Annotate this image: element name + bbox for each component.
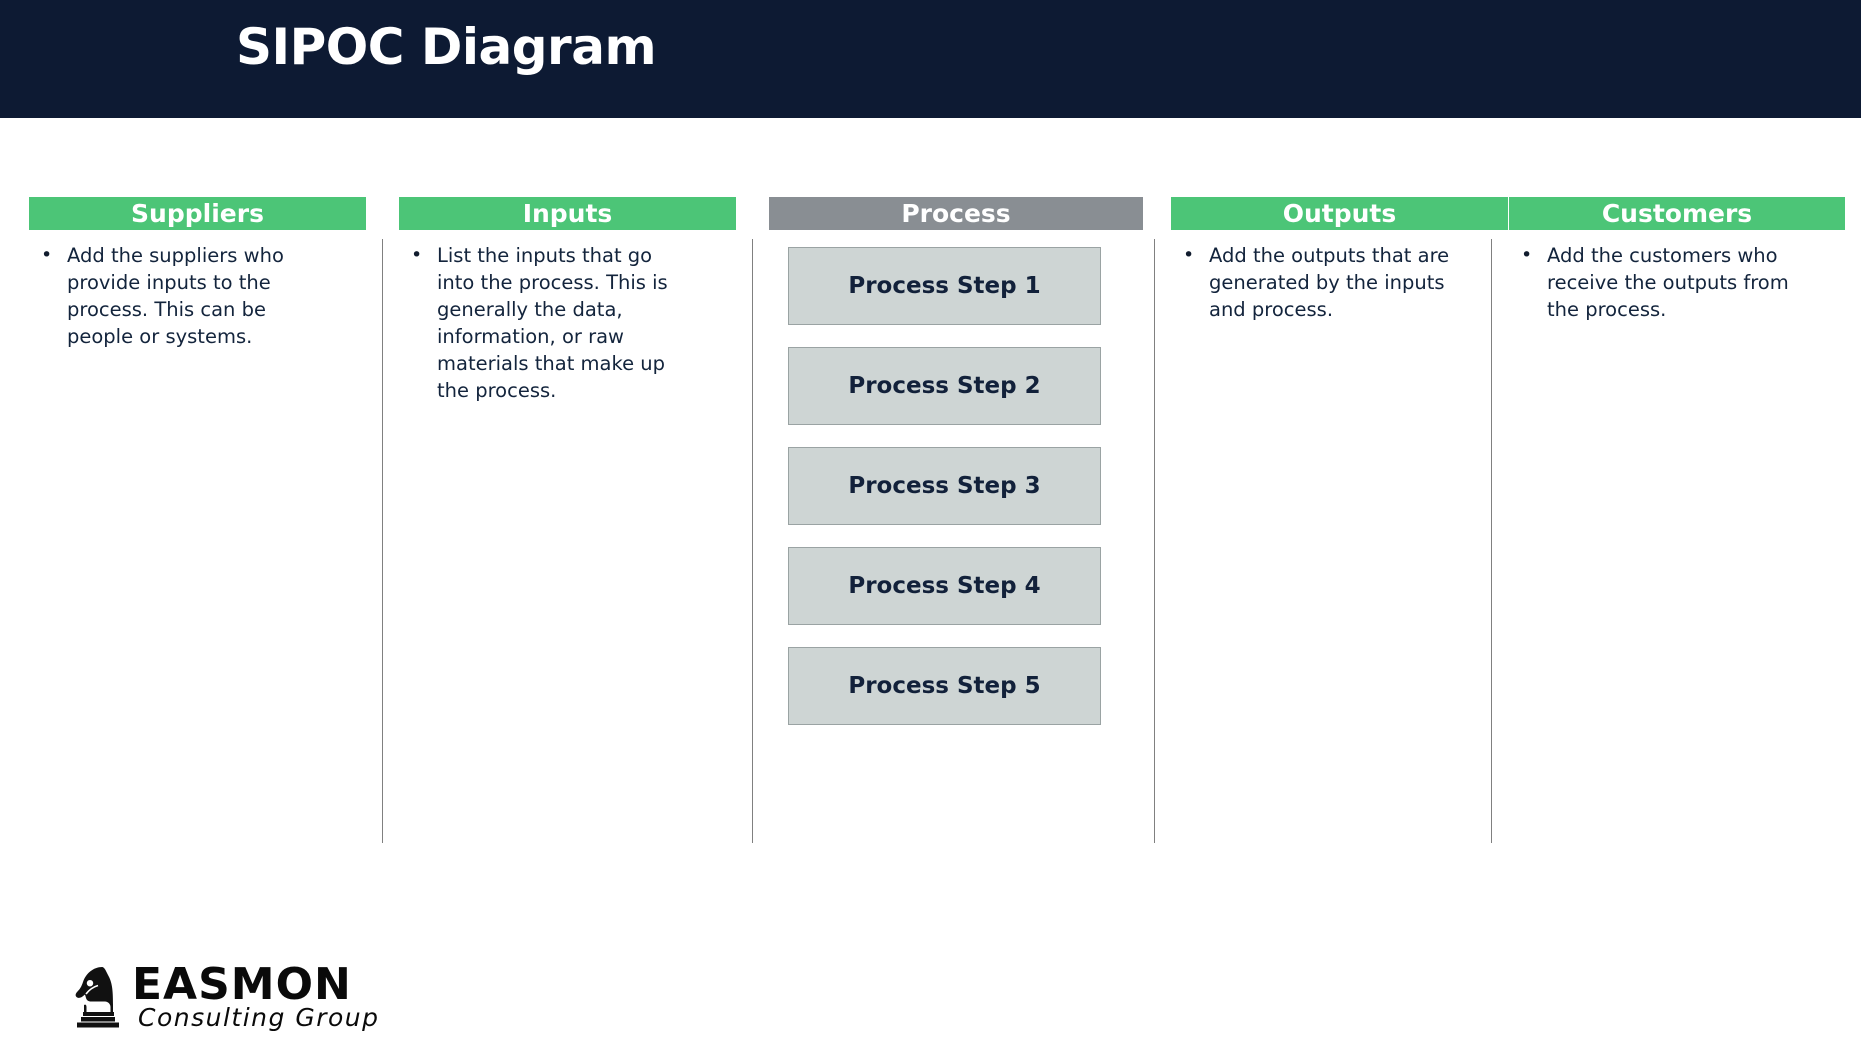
column-header-label: Customers bbox=[1601, 199, 1753, 228]
page-title: SIPOC Diagram bbox=[236, 18, 657, 76]
column-header-customers: Customers bbox=[1509, 197, 1845, 230]
list-item-text: List the inputs that go into the process… bbox=[437, 244, 668, 402]
list-item-text: Add the suppliers who provide inputs to … bbox=[67, 244, 284, 348]
process-step-list: Process Step 1 Process Step 2 Process St… bbox=[788, 247, 1101, 747]
list-item-text: Add the customers who receive the output… bbox=[1547, 244, 1789, 321]
column-divider bbox=[1491, 239, 1492, 843]
column-header-label: Suppliers bbox=[131, 199, 264, 228]
column-header-inputs: Inputs bbox=[399, 197, 736, 230]
sipoc-diagram: Suppliers • Add the suppliers who provid… bbox=[29, 197, 1845, 847]
column-header-suppliers: Suppliers bbox=[29, 197, 366, 230]
logo-tagline: Consulting Group bbox=[138, 1003, 380, 1032]
column-body-inputs: • List the inputs that go into the proce… bbox=[399, 242, 736, 404]
process-step-label: Process Step 1 bbox=[848, 273, 1041, 299]
chess-knight-icon bbox=[75, 967, 119, 1028]
column-body-outputs: • Add the outputs that are generated by … bbox=[1171, 242, 1508, 323]
bullet-icon: • bbox=[1183, 244, 1195, 266]
bullet-icon: • bbox=[411, 244, 423, 266]
column-header-process: Process bbox=[769, 197, 1143, 230]
column-divider bbox=[382, 239, 383, 843]
process-step-label: Process Step 4 bbox=[848, 573, 1041, 599]
process-step-box[interactable]: Process Step 3 bbox=[788, 447, 1101, 525]
column-divider bbox=[1154, 239, 1155, 843]
column-suppliers: Suppliers • Add the suppliers who provid… bbox=[29, 197, 366, 847]
list-item: • Add the suppliers who provide inputs t… bbox=[29, 242, 366, 350]
process-step-box[interactable]: Process Step 1 bbox=[788, 247, 1101, 325]
process-step-label: Process Step 3 bbox=[848, 473, 1041, 499]
column-header-label: Inputs bbox=[522, 199, 613, 228]
column-inputs: Inputs • List the inputs that go into th… bbox=[399, 197, 736, 847]
column-outputs: Outputs • Add the outputs that are gener… bbox=[1171, 197, 1508, 847]
column-header-label: Outputs bbox=[1282, 199, 1397, 228]
list-item: • Add the customers who receive the outp… bbox=[1509, 242, 1845, 323]
company-logo: EASMON Consulting Group bbox=[72, 962, 392, 1034]
column-process: Process Process Step 1 Process Step 2 Pr… bbox=[769, 197, 1143, 847]
column-body-suppliers: • Add the suppliers who provide inputs t… bbox=[29, 242, 366, 350]
process-step-box[interactable]: Process Step 2 bbox=[788, 347, 1101, 425]
list-item-text: Add the outputs that are generated by th… bbox=[1209, 244, 1450, 321]
column-header-outputs: Outputs bbox=[1171, 197, 1508, 230]
column-body-customers: • Add the customers who receive the outp… bbox=[1509, 242, 1845, 323]
list-item: • Add the outputs that are generated by … bbox=[1171, 242, 1508, 323]
list-item: • List the inputs that go into the proce… bbox=[399, 242, 736, 404]
column-header-label: Process bbox=[901, 199, 1011, 228]
column-divider bbox=[752, 239, 753, 843]
title-bar: SIPOC Diagram bbox=[0, 0, 1861, 118]
bullet-icon: • bbox=[1521, 244, 1533, 266]
column-customers: Customers • Add the customers who receiv… bbox=[1509, 197, 1845, 847]
process-step-label: Process Step 2 bbox=[848, 373, 1041, 399]
logo-wordmark: EASMON bbox=[132, 959, 352, 1010]
process-step-box[interactable]: Process Step 5 bbox=[788, 647, 1101, 725]
process-step-label: Process Step 5 bbox=[848, 673, 1041, 699]
bullet-icon: • bbox=[41, 244, 53, 266]
process-step-box[interactable]: Process Step 4 bbox=[788, 547, 1101, 625]
